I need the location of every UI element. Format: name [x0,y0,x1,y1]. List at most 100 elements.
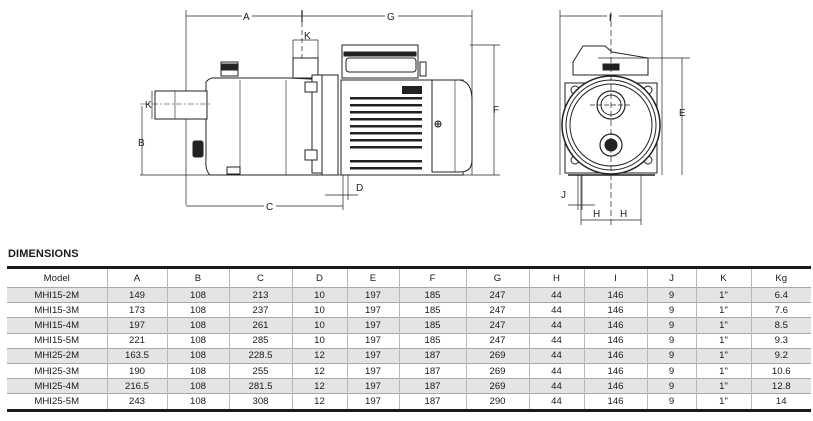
dimension-cell-d: 10 [291,302,347,318]
dimension-cell-b: 108 [166,302,229,318]
dimension-cell-j: 9 [646,286,696,303]
model-cell: MHI15-5M [7,332,107,349]
dim-label-g: G [387,12,395,23]
dimension-cell-d: 10 [291,286,347,303]
dimension-cell-j: 9 [646,302,696,318]
model-cell: MHI25-3M [7,362,107,379]
dimension-cell-a: 243 [106,393,167,410]
dimension-cell-kg: 7.6 [750,302,811,318]
column-header-model: Model [43,272,70,284]
dimension-cell-e: 197 [346,347,399,364]
dimension-cell-c: 281.5 [228,378,292,394]
dimension-cell-c: 255 [228,362,292,379]
dimension-cell-g: 247 [465,317,529,334]
dimension-cell-f: 187 [398,393,466,410]
dimension-cell-d: 12 [291,378,347,394]
dimension-cell-g: 247 [465,302,529,318]
motor-cooling-fins [350,86,422,170]
dimension-cell-f: 185 [398,302,466,318]
column-header-i: I [583,267,647,288]
dimension-cell-b: 108 [166,347,229,364]
column-header-e: E [346,267,399,288]
dim-label-h-left: H [593,209,600,220]
dimension-cell-k: 1" [695,362,751,379]
column-header-b: B [166,267,229,288]
dimension-cell-h: 44 [528,393,584,410]
dimension-cell-h: 44 [528,317,584,334]
dimension-cell-kg: 6.4 [750,286,811,303]
model-cell: MHI15-2M [7,286,107,303]
model-cell: MHI15-4M [7,317,107,334]
dimension-cell-c: 285 [228,332,292,349]
dimension-cell-f: 185 [398,317,466,334]
dim-label-a: A [243,12,250,23]
dimension-cell-i: 146 [583,302,647,318]
dimension-cell-b: 108 [166,362,229,379]
dim-label-d: D [356,183,363,194]
dimension-cell-d: 12 [291,362,347,379]
dimension-cell-j: 9 [646,362,696,379]
section-title: DIMENSIONS [8,248,79,260]
dimension-cell-a: 197 [106,317,167,334]
dimension-cell-h: 44 [528,286,584,303]
dim-label-f: F [493,105,499,116]
model-cell: MHI25-2M [7,347,107,364]
dimension-cell-i: 146 [583,362,647,379]
dimension-cell-e: 197 [346,332,399,349]
dimension-cell-a: 149 [106,286,167,303]
dimension-cell-k: 1" [695,347,751,364]
dimension-cell-j: 9 [646,347,696,364]
column-header-f: F [398,267,466,288]
column-header-k: K [695,267,751,288]
dim-label-c: C [266,202,273,213]
dimension-cell-k: 1" [695,332,751,349]
dimension-cell-g: 247 [465,332,529,349]
dimension-cell-e: 197 [346,393,399,410]
dimension-cell-kg: 12.8 [750,378,811,394]
dim-label-b: B [138,138,145,149]
dimension-cell-kg: 9.3 [750,332,811,349]
dimension-cell-j: 9 [646,393,696,410]
dim-label-j: J [561,190,566,201]
dimension-cell-i: 146 [583,393,647,410]
dimension-cell-f: 185 [398,286,466,303]
dimension-cell-e: 197 [346,378,399,394]
column-header-kg: Kg [750,267,811,288]
dimension-cell-c: 308 [228,393,292,410]
dimension-cell-a: 221 [106,332,167,349]
dim-label-h-right: H [620,209,627,220]
dimension-cell-g: 269 [465,362,529,379]
dimension-cell-c: 228.5 [228,347,292,364]
dimension-cell-b: 108 [166,317,229,334]
dimension-cell-j: 9 [646,317,696,334]
column-header-d: D [291,267,347,288]
dimension-cell-i: 146 [583,332,647,349]
column-header-a: A [106,267,167,288]
model-cell: MHI25-5M [7,393,107,410]
dimension-cell-j: 9 [646,332,696,349]
dimension-cell-k: 1" [695,302,751,318]
dimension-cell-e: 197 [346,302,399,318]
dimension-cell-d: 12 [291,393,347,410]
pump-side-view: A G K [138,10,500,213]
dimension-cell-g: 247 [465,286,529,303]
dimension-cell-h: 44 [528,302,584,318]
dim-label-e: E [679,108,686,119]
model-cell: MHI15-3M [7,302,107,318]
dimension-cell-kg: 14 [750,393,811,410]
dimension-cell-c: 213 [228,286,292,303]
dimension-cell-a: 216.5 [106,378,167,394]
dimension-cell-kg: 8.5 [750,317,811,334]
dimension-cell-e: 197 [346,362,399,379]
column-header-g: G [465,267,529,288]
dimension-cell-f: 187 [398,378,466,394]
